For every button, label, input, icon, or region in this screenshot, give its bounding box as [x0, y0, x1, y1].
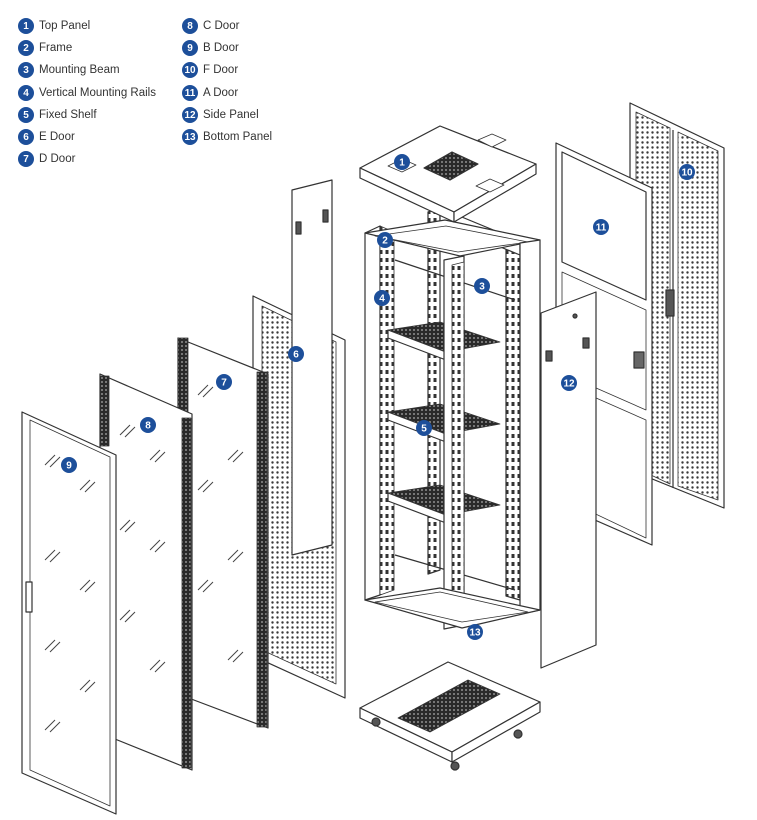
legend-item-e-door: 6 E Door — [18, 129, 75, 145]
callout-number: 13 — [469, 628, 481, 639]
callout-number: 10 — [681, 168, 693, 179]
rear-door-panel — [291, 179, 333, 556]
callout-10: 10 — [679, 164, 695, 180]
legend-number-badge: 2 — [18, 40, 34, 56]
legend-number-badge: 1 — [18, 18, 34, 34]
legend-number-badge: 4 — [18, 85, 34, 101]
legend-item-top-panel: 1 Top Panel — [18, 18, 90, 34]
legend-item-frame: 2 Frame — [18, 40, 72, 56]
legend-number-badge: 12 — [182, 107, 198, 123]
top-panel — [359, 125, 537, 223]
callout-12: 12 — [561, 375, 577, 391]
callout-13: 13 — [467, 624, 483, 640]
callout-number: 3 — [479, 282, 485, 293]
callout-1: 1 — [394, 154, 410, 170]
callout-8: 8 — [140, 417, 156, 433]
legend-label: Mounting Beam — [39, 64, 120, 76]
legend-item-b-door: 9 B Door — [182, 40, 239, 56]
legend-item-fixed-shelf: 5 Fixed Shelf — [18, 107, 97, 123]
legend-item-a-door: 11 A Door — [182, 85, 238, 101]
legend-item-side-panel: 12 Side Panel — [182, 107, 259, 123]
callout-number: 8 — [145, 421, 151, 432]
callout-11: 11 — [593, 219, 609, 235]
b-door — [21, 411, 117, 815]
legend-number-badge: 6 — [18, 129, 34, 145]
legend-label: E Door — [39, 131, 75, 143]
legend-label: C Door — [203, 20, 240, 32]
callout-6: 6 — [288, 346, 304, 362]
legend-number-badge: 13 — [182, 129, 198, 145]
legend-number-badge: 3 — [18, 62, 34, 78]
callout-2: 2 — [377, 232, 393, 248]
rack-frame — [364, 207, 541, 630]
legend-item-bottom-panel: 13 Bottom Panel — [182, 129, 272, 145]
callout-number: 12 — [563, 379, 575, 390]
legend-item-vertical-mounting-rails: 4 Vertical Mounting Rails — [18, 85, 156, 101]
legend-number-badge: 9 — [182, 40, 198, 56]
callout-number: 4 — [379, 294, 385, 305]
callout-number: 7 — [221, 378, 227, 389]
callout-7: 7 — [216, 374, 232, 390]
callout-number: 2 — [382, 236, 388, 247]
side-panel — [540, 291, 597, 669]
legend-label: B Door — [203, 42, 239, 54]
callout-number: 1 — [399, 158, 405, 169]
callout-number: 11 — [596, 223, 607, 234]
legend-label: Bottom Panel — [203, 131, 273, 143]
legend-item-c-door: 8 C Door — [182, 18, 239, 34]
legend-number-badge: 10 — [182, 62, 198, 78]
callout-3: 3 — [474, 278, 490, 294]
legend-number-badge: 5 — [18, 107, 34, 123]
callout-number: 9 — [66, 461, 72, 472]
legend-label: D Door — [39, 153, 76, 165]
legend-item-f-door: 10 F Door — [182, 62, 238, 78]
legend-label: Frame — [39, 42, 73, 54]
legend-item-d-door: 7 D Door — [18, 151, 75, 167]
legend-label: F Door — [203, 64, 239, 76]
legend-number-badge: 8 — [182, 18, 198, 34]
legend-item-mounting-beam: 3 Mounting Beam — [18, 62, 120, 78]
legend-label: Side Panel — [203, 109, 259, 121]
callout-number: 6 — [293, 350, 299, 361]
callout-number: 5 — [421, 424, 427, 435]
f-door — [629, 102, 725, 509]
callout-4: 4 — [374, 290, 390, 306]
legend-label: A Door — [203, 87, 239, 99]
legend-label: Vertical Mounting Rails — [39, 87, 156, 99]
callout-9: 9 — [61, 457, 77, 473]
legend-label: Fixed Shelf — [39, 109, 97, 121]
callout-5: 5 — [416, 420, 432, 436]
bottom-panel — [359, 661, 541, 771]
legend-label: Top Panel — [39, 20, 91, 32]
legend-number-badge: 7 — [18, 151, 34, 167]
legend-number-badge: 11 — [182, 85, 198, 101]
